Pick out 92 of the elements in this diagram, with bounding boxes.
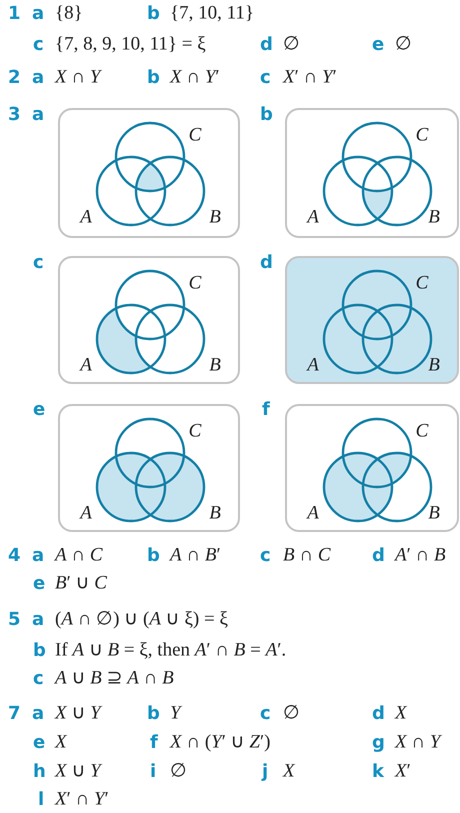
answer-text: (A ∩ ∅) ∪ (A ∪ ξ) = ξ [55,610,228,630]
answer-text: {7, 8, 9, 10, 11} = ξ [55,34,206,56]
answer-text: A ∪ B ⊇ A ∩ B [55,668,174,690]
answer-text: B′ ∪ C [55,574,107,594]
answer-text: {7, 10, 11} [170,4,254,24]
answer-text: A ∩ B′ [170,546,221,566]
question-number: 1 [8,4,21,24]
answer-text: X [395,704,407,724]
question-number: e [372,35,384,55]
answer-text: If A ∪ B = ξ, then A′ ∩ B = A′. [55,640,286,662]
universal-set-box [58,256,240,384]
answer-text: {8} [55,4,83,24]
set-label: B [209,208,221,226]
universal-set-box [58,108,240,238]
question-number: f [150,733,158,753]
answer-text: X′ [395,762,411,782]
answer-text: Y [170,704,181,724]
set-label: C [188,422,202,440]
answer-text: ∅ [283,704,300,724]
answer-text: X [55,732,67,754]
answer-text: X′ ∩ Y′ [283,68,337,88]
answer-text: ∅ [170,762,187,782]
answer-text: X ∪ Y [55,762,101,782]
question-number: d [260,253,273,273]
question-number: a [32,546,44,566]
set-label: C [188,274,202,292]
question-number: e [33,400,46,420]
set-label: A [307,504,319,522]
question-number: c [33,669,44,689]
question-number: b [147,4,160,24]
question-number: a [32,704,44,724]
question-number: a [32,4,44,24]
question-number: a [32,68,44,88]
universal-set-box [285,108,459,238]
question-number: 4 [8,546,21,566]
question-number: 3 [8,105,21,125]
answer-text: X ∪ Y [55,704,101,724]
question-number: b [147,704,160,724]
answer-text: A ∩ C [55,546,103,566]
question-number: c [260,68,271,88]
set-label: C [188,126,202,144]
question-number: d [372,546,385,566]
question-number: g [372,733,385,753]
question-number: e [33,733,46,753]
question-number: j [262,762,268,782]
question-number: d [372,704,385,724]
question-number: 5 [8,610,21,630]
set-label: C [416,274,428,292]
question-number: a [32,610,44,630]
question-number: c [260,546,271,566]
question-number: b [147,546,160,566]
question-number: 7 [8,704,21,724]
answer-text: ∅ [395,34,412,56]
question-number: f [262,400,270,420]
answer-text: X′ ∩ Y′ [55,790,109,810]
set-label: B [428,504,440,522]
question-number: c [33,35,44,55]
answer-text: X ∩ Y [55,68,100,88]
set-label: A [80,356,92,374]
set-label: A [307,356,319,374]
question-number: k [372,762,384,782]
set-label: B [428,356,440,374]
question-number: h [33,762,46,782]
set-label: B [209,504,221,522]
question-number: i [150,762,156,782]
set-label: A [80,504,92,522]
set-label: B [209,356,221,374]
universal-set-box [285,256,459,384]
question-number: c [33,253,44,273]
set-label: A [80,208,92,226]
universal-set-box [285,404,459,532]
question-number: d [260,35,273,55]
question-number: b [33,641,46,661]
set-label: C [416,422,428,440]
question-number: l [38,790,44,810]
answer-text: X ∩ (Y′ ∪ Z′) [170,732,270,754]
question-number: e [33,574,46,594]
answer-text: X [283,762,295,782]
answer-text: A′ ∩ B [395,546,446,566]
question-number: c [260,704,271,724]
answer-text: X ∩ Y′ [170,68,220,88]
question-number: b [147,68,160,88]
set-label: B [428,208,440,226]
question-number: b [260,105,273,125]
question-number: a [32,105,44,125]
answer-text: ∅ [283,34,300,56]
answer-text: X ∩ Y [395,732,440,754]
set-label: C [416,126,428,144]
set-label: A [307,208,319,226]
answer-text: B ∩ C [283,546,331,566]
question-number: 2 [8,68,21,88]
universal-set-box [58,404,240,532]
